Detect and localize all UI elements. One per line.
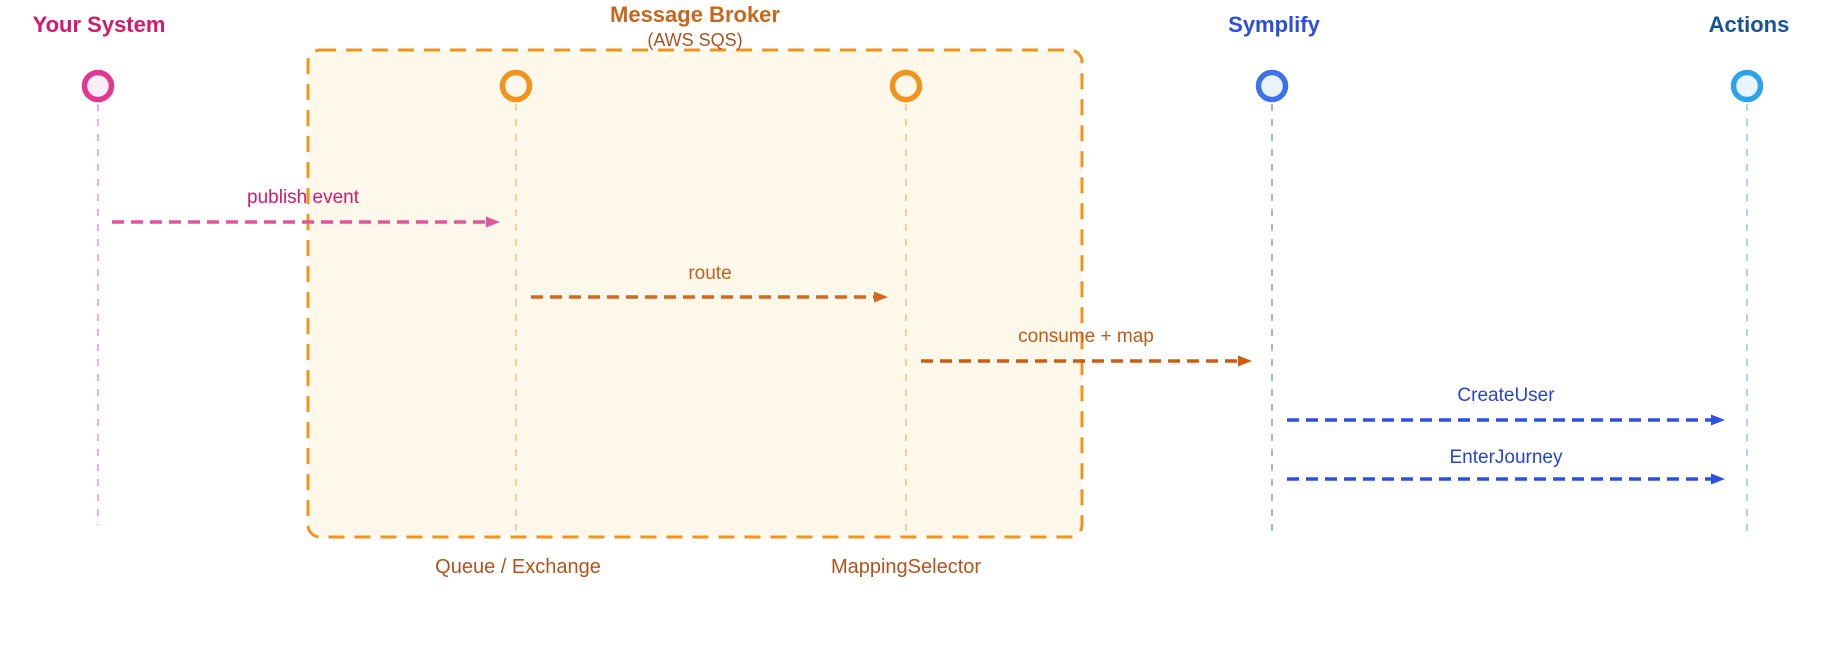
actor-marker-actions xyxy=(1730,69,1764,103)
message-label-publish-event: publish event xyxy=(247,187,359,208)
arrow-route-head xyxy=(874,291,888,303)
actor-marker-symplify xyxy=(1255,69,1289,103)
participant-label-queue-exchange: Queue / Exchange xyxy=(435,556,601,578)
message-label-route: route xyxy=(688,263,732,284)
arrow-createuser-head xyxy=(1711,414,1725,426)
arrow-publish-event xyxy=(112,216,500,228)
group-title-message-broker: Message Broker xyxy=(610,2,780,27)
message-label-enterjourney: EnterJourney xyxy=(1449,447,1563,468)
arrow-enterjourney xyxy=(1287,473,1725,485)
arrow-enterjourney-head xyxy=(1711,473,1725,485)
actor-marker-mappingselector xyxy=(889,69,923,103)
actor-marker-queue-exchange xyxy=(499,69,533,103)
arrow-createuser xyxy=(1287,414,1725,426)
message-broker-box xyxy=(306,48,1084,539)
arrow-route xyxy=(531,291,888,303)
message-label-createuser: CreateUser xyxy=(1457,385,1555,406)
actor-marker-your-system xyxy=(81,69,115,103)
group-subtitle-aws-sqs: (AWS SQS) xyxy=(647,30,743,50)
arrow-publish-event-head xyxy=(486,216,500,228)
participant-label-mappingselector: MappingSelector xyxy=(830,556,982,578)
arrow-consume-map-head xyxy=(1238,355,1252,367)
actor-title-symplify: Symplify xyxy=(1228,12,1320,37)
actor-title-your-system: Your System xyxy=(32,12,166,37)
arrow-consume-map xyxy=(921,355,1252,367)
message-label-consume-map: consume + map xyxy=(1018,326,1154,347)
actor-title-actions: Actions xyxy=(1708,12,1790,37)
